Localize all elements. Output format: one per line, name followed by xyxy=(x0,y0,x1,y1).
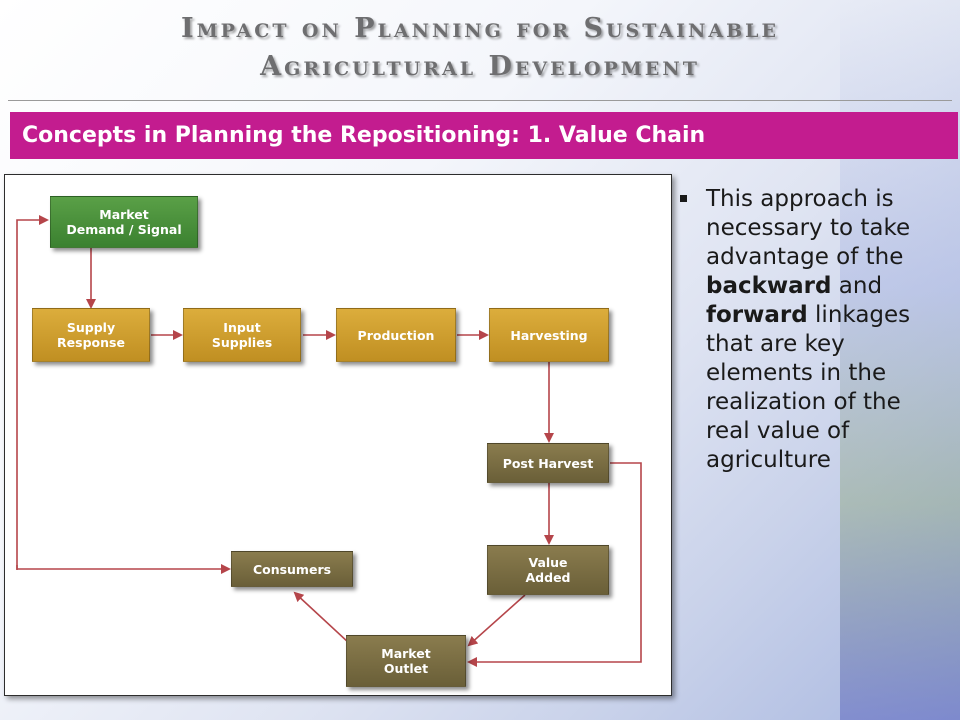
bullet-text-part-2: and xyxy=(831,273,883,299)
subtitle-banner: Concepts in Planning the Repositioning: … xyxy=(10,112,958,159)
value-chain-diagram: Market Demand / Signal Supply Response I… xyxy=(4,174,672,696)
title-line-2: Agricultural Development xyxy=(260,51,700,82)
node-supply-response: Supply Response xyxy=(32,308,150,362)
bullet-text-part-3: linkages that are key elements in the re… xyxy=(706,302,911,473)
arrow-valueadded-to-outlet xyxy=(467,594,526,647)
arrow-loop-to-demand xyxy=(16,215,49,570)
slide-title: Impact on Planning for Sustainable Agric… xyxy=(0,10,960,86)
node-production: Production xyxy=(336,308,456,362)
bullet-list: This approach is necessary to take advan… xyxy=(680,185,950,475)
node-consumers: Consumers xyxy=(231,551,353,587)
arrow-postharvest-to-outlet xyxy=(467,462,642,667)
arrow-loop-to-consumers xyxy=(16,564,231,574)
bullet-item: This approach is necessary to take advan… xyxy=(706,185,950,475)
diagram-arrows xyxy=(16,215,642,667)
title-divider xyxy=(8,100,952,101)
bullet-text-part-1: This approach is necessary to take advan… xyxy=(706,186,911,270)
node-input-supplies: Input Supplies xyxy=(183,308,301,362)
bullet-bold-backward: backward xyxy=(706,273,832,299)
arrow-outlet-to-consumers xyxy=(293,591,350,644)
node-post-harvest: Post Harvest xyxy=(487,443,609,483)
node-market-demand: Market Demand / Signal xyxy=(50,196,198,248)
bullet-square-icon xyxy=(680,195,687,202)
node-value-added: Value Added xyxy=(487,545,609,595)
title-line-1: Impact on Planning for Sustainable xyxy=(180,13,780,44)
bullet-bold-forward: forward xyxy=(706,302,808,328)
node-harvesting: Harvesting xyxy=(489,308,609,362)
node-market-outlet: Market Outlet xyxy=(346,635,466,687)
